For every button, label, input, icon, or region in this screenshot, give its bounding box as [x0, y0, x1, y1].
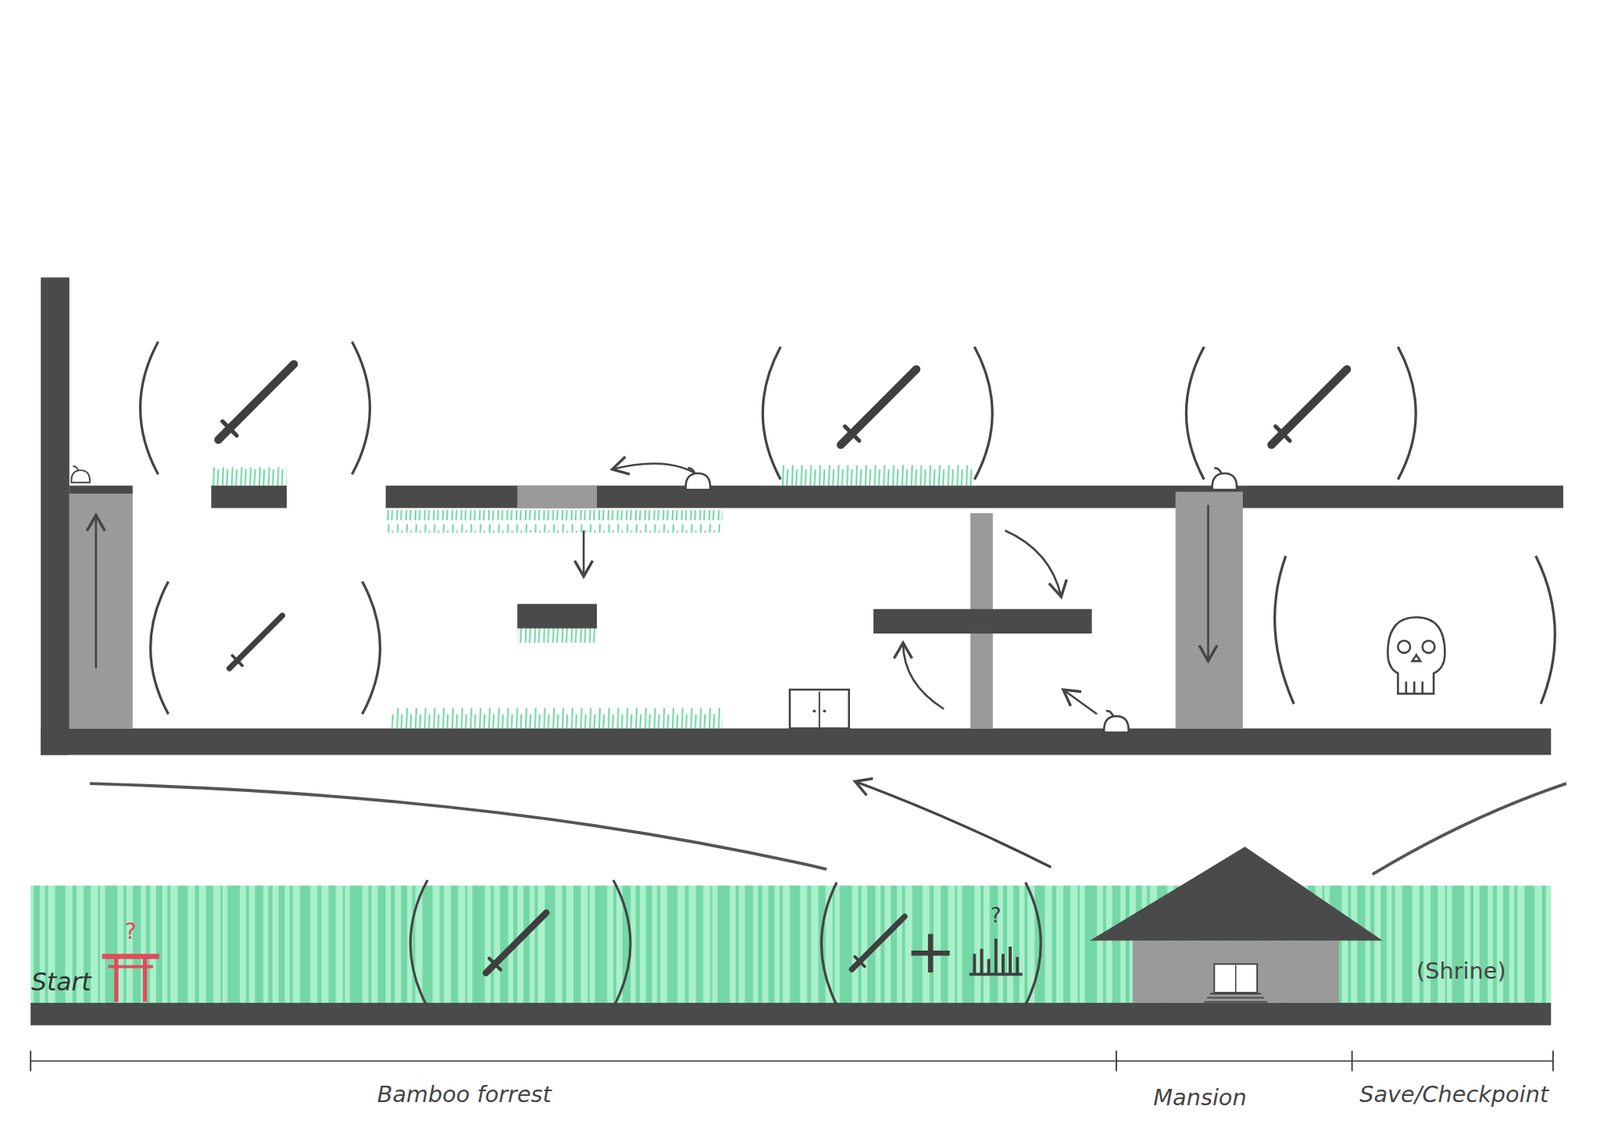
- area-label: (Shrine): [1416, 960, 1507, 983]
- section-label: Save/Checkpoint: [1359, 1083, 1549, 1107]
- plus-sign: +: [904, 920, 957, 982]
- question-mark: ?: [125, 920, 137, 943]
- start-label: Start: [31, 970, 92, 995]
- section-label: Bamboo forrest: [377, 1083, 552, 1107]
- question-mark: ?: [990, 905, 1002, 926]
- section-label: Mansion: [1153, 1086, 1247, 1110]
